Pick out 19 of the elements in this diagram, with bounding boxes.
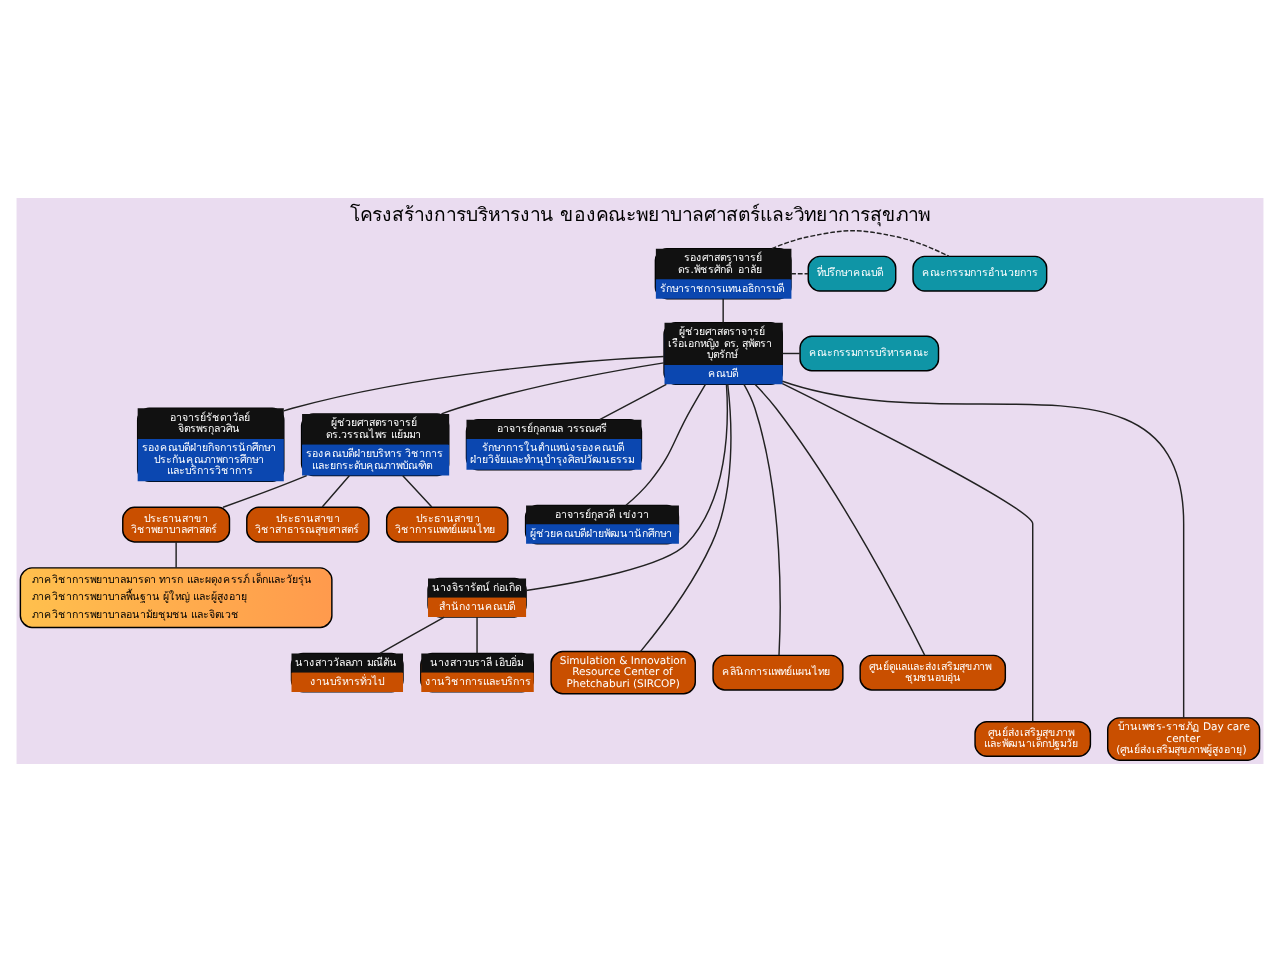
connector [175,540,177,568]
connector [283,354,665,411]
connector [771,229,950,256]
connector [222,473,308,507]
connector [722,297,724,323]
connector [321,473,351,507]
connector [781,381,1034,721]
connector [625,382,707,505]
connector [379,615,445,653]
connector [781,379,1185,718]
connector [639,382,732,652]
connector [598,382,668,420]
connector [743,382,781,655]
connector [790,271,809,274]
connector [476,615,478,653]
connector [754,382,926,655]
diagram-title: โครงสร้างการบริหารงาน ของคณะพยาบาลศาสตร์และวิทยาการสุขภาพ [349,204,931,227]
connector [402,473,433,507]
connector [440,361,665,414]
